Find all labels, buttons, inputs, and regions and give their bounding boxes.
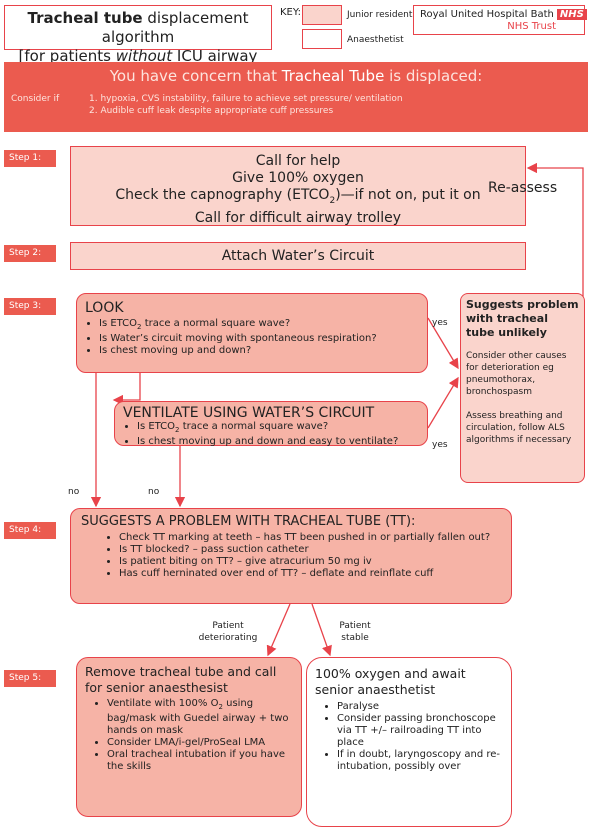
- look-title: LOOK: [85, 300, 124, 316]
- capno-post: )—if not on, put it on: [335, 187, 481, 203]
- banner-title-post: is displaced:: [384, 67, 483, 85]
- subtitle-pre: [for patients: [18, 47, 116, 65]
- stable-line-2: stable: [341, 633, 369, 643]
- title-rest: displacement algorithm: [101, 9, 249, 46]
- patient-deteriorating-label: Patient deteriorating: [188, 620, 268, 644]
- banner-title-tt: Tracheal Tube: [281, 67, 385, 85]
- ventilate-bullet-2: Is chest moving up and down and easy to …: [137, 436, 419, 448]
- side-other-causes: Consider other causes for deterioration …: [466, 351, 567, 397]
- banner-item-2: 2. Audible cuff leak despite appropriate…: [89, 106, 334, 116]
- look-b1-pre: Is ETCO: [99, 318, 138, 329]
- remove-b1-pre: Ventilate with 100% O: [107, 698, 219, 709]
- no-label-1: no: [68, 487, 80, 497]
- look-bullet-3: Is chest moving up and down?: [99, 345, 419, 357]
- stable-line-1: Patient: [339, 621, 371, 631]
- remove-b1-post: using bag/mask with Guedel airway + two …: [107, 698, 289, 736]
- vent-b1-post: trace a normal square wave?: [179, 421, 329, 432]
- key-anaesthetist-swatch: [302, 29, 342, 49]
- remove-bullet-3: Oral tracheal intubation if you have the…: [107, 749, 293, 773]
- give-oxygen: Give 100% oxygen: [232, 170, 364, 186]
- subtitle-em: without: [115, 47, 173, 65]
- check-capnography: Check the capnography (ETCO2)—if not on,…: [71, 187, 525, 210]
- step-2-box: Attach Water’s Circuit: [70, 242, 526, 270]
- problem-unlikely-box: Suggests problem with tracheal tube unli…: [460, 293, 585, 483]
- step-4-label: Step 4:: [4, 522, 56, 539]
- step-3-label: Step 3:: [4, 298, 56, 315]
- step-4-bullet-2: Is TT blocked? – pass suction catheter: [119, 544, 501, 556]
- look-box: LOOK Is ETCO2 trace a normal square wave…: [76, 293, 428, 373]
- reassess-label: Re-assess: [488, 180, 558, 196]
- step-1-label: Step 1:: [4, 150, 56, 167]
- key-junior-text: Junior resident: [347, 10, 413, 20]
- look-b1-post: trace a normal square wave?: [141, 318, 291, 329]
- vent-b1-pre: Is ETCO: [137, 421, 176, 432]
- remove-bullet-2: Consider LMA/i-gel/ProSeal LMA: [107, 737, 293, 749]
- await-title: 100% oxygen and await senior anaesthetis…: [315, 666, 466, 697]
- look-bullet-2: Is Water’s circuit moving with spontaneo…: [99, 333, 419, 345]
- call-trolley: Call for difficult airway trolley: [194, 209, 402, 226]
- yes-label-1: yes: [432, 318, 448, 328]
- title-bold: Tracheal tube: [27, 9, 143, 27]
- step-1-box: Call for help Give 100% oxygen Check the…: [70, 146, 526, 226]
- step-5-label: Step 5:: [4, 670, 56, 687]
- patient-stable-label: Patient stable: [330, 620, 380, 644]
- capno-pre: Check the capnography (ETCO: [115, 187, 330, 203]
- key-label: KEY:: [280, 7, 302, 18]
- key-anaesthetist-text: Anaesthetist: [347, 35, 404, 45]
- vent-b1-sub: 2: [175, 426, 180, 434]
- banner-title: You have concern that Tracheal Tube is d…: [4, 67, 588, 85]
- nhs-logo: NHS: [556, 9, 587, 20]
- await-anaesthetist-box: 100% oxygen and await senior anaesthetis…: [306, 657, 512, 827]
- remove-tube-box: Remove tracheal tube and call for senior…: [76, 657, 302, 817]
- step-4-box: SUGGESTS A PROBLEM WITH TRACHEAL TUBE (T…: [70, 508, 512, 604]
- remove-bullet-1: Ventilate with 100% O2 using bag/mask wi…: [107, 698, 293, 737]
- step-4-title: SUGGESTS A PROBLEM WITH TRACHEAL TUBE (T…: [81, 514, 416, 529]
- no-label-2: no: [148, 487, 160, 497]
- ventilate-title: VENTILATE USING WATER’S CIRCUIT: [123, 405, 375, 421]
- yes-label-2: yes: [432, 440, 448, 450]
- concern-banner: You have concern that Tracheal Tube is d…: [4, 62, 588, 132]
- key-junior-swatch: [302, 5, 342, 25]
- deteriorating-line-2: deteriorating: [198, 633, 258, 643]
- hospital-name: Royal United Hospital Bath: [420, 9, 554, 20]
- look-bullet-1: Is ETCO2 trace a normal square wave?: [99, 318, 419, 333]
- consider-if-label: Consider if: [11, 94, 60, 104]
- capno-sub: 2: [329, 195, 336, 206]
- step-4-bullet-3: Is patient biting on TT? – give atracuri…: [119, 556, 501, 568]
- side-title: Suggests problem with tracheal tube unli…: [466, 298, 579, 339]
- trust-name: NHS Trust: [507, 21, 556, 32]
- await-bullet-3: If in doubt, laryngoscopy and re-intubat…: [337, 749, 503, 773]
- remove-title: Remove tracheal tube and call for senior…: [85, 664, 277, 695]
- algorithm-title: Tracheal tube displacement algorithm [fo…: [4, 5, 272, 84]
- step-2-label: Step 2:: [4, 245, 56, 262]
- ventilate-bullet-1: Is ETCO2 trace a normal square wave?: [137, 421, 419, 436]
- deteriorating-line-1: Patient: [212, 621, 244, 631]
- call-help: Call for help: [255, 153, 341, 169]
- side-assess: Assess breathing and circulation, follow…: [466, 411, 572, 445]
- banner-title-pre: You have concern that: [109, 67, 282, 85]
- step-4-bullet-1: Check TT marking at teeth – has TT been …: [119, 532, 501, 544]
- remove-b1-sub: 2: [218, 703, 223, 711]
- ventilate-box: VENTILATE USING WATER’S CIRCUIT Is ETCO2…: [114, 401, 428, 448]
- await-bullet-1: Paralyse: [337, 701, 503, 713]
- step-4-bullet-4: Has cuff herninated over end of TT? – de…: [119, 568, 501, 580]
- await-bullet-2: Consider passing bronchoscope via TT +/–…: [337, 713, 503, 749]
- banner-item-1: 1. hypoxia, CVS instability, failure to …: [89, 94, 403, 104]
- look-b1-sub: 2: [137, 323, 142, 331]
